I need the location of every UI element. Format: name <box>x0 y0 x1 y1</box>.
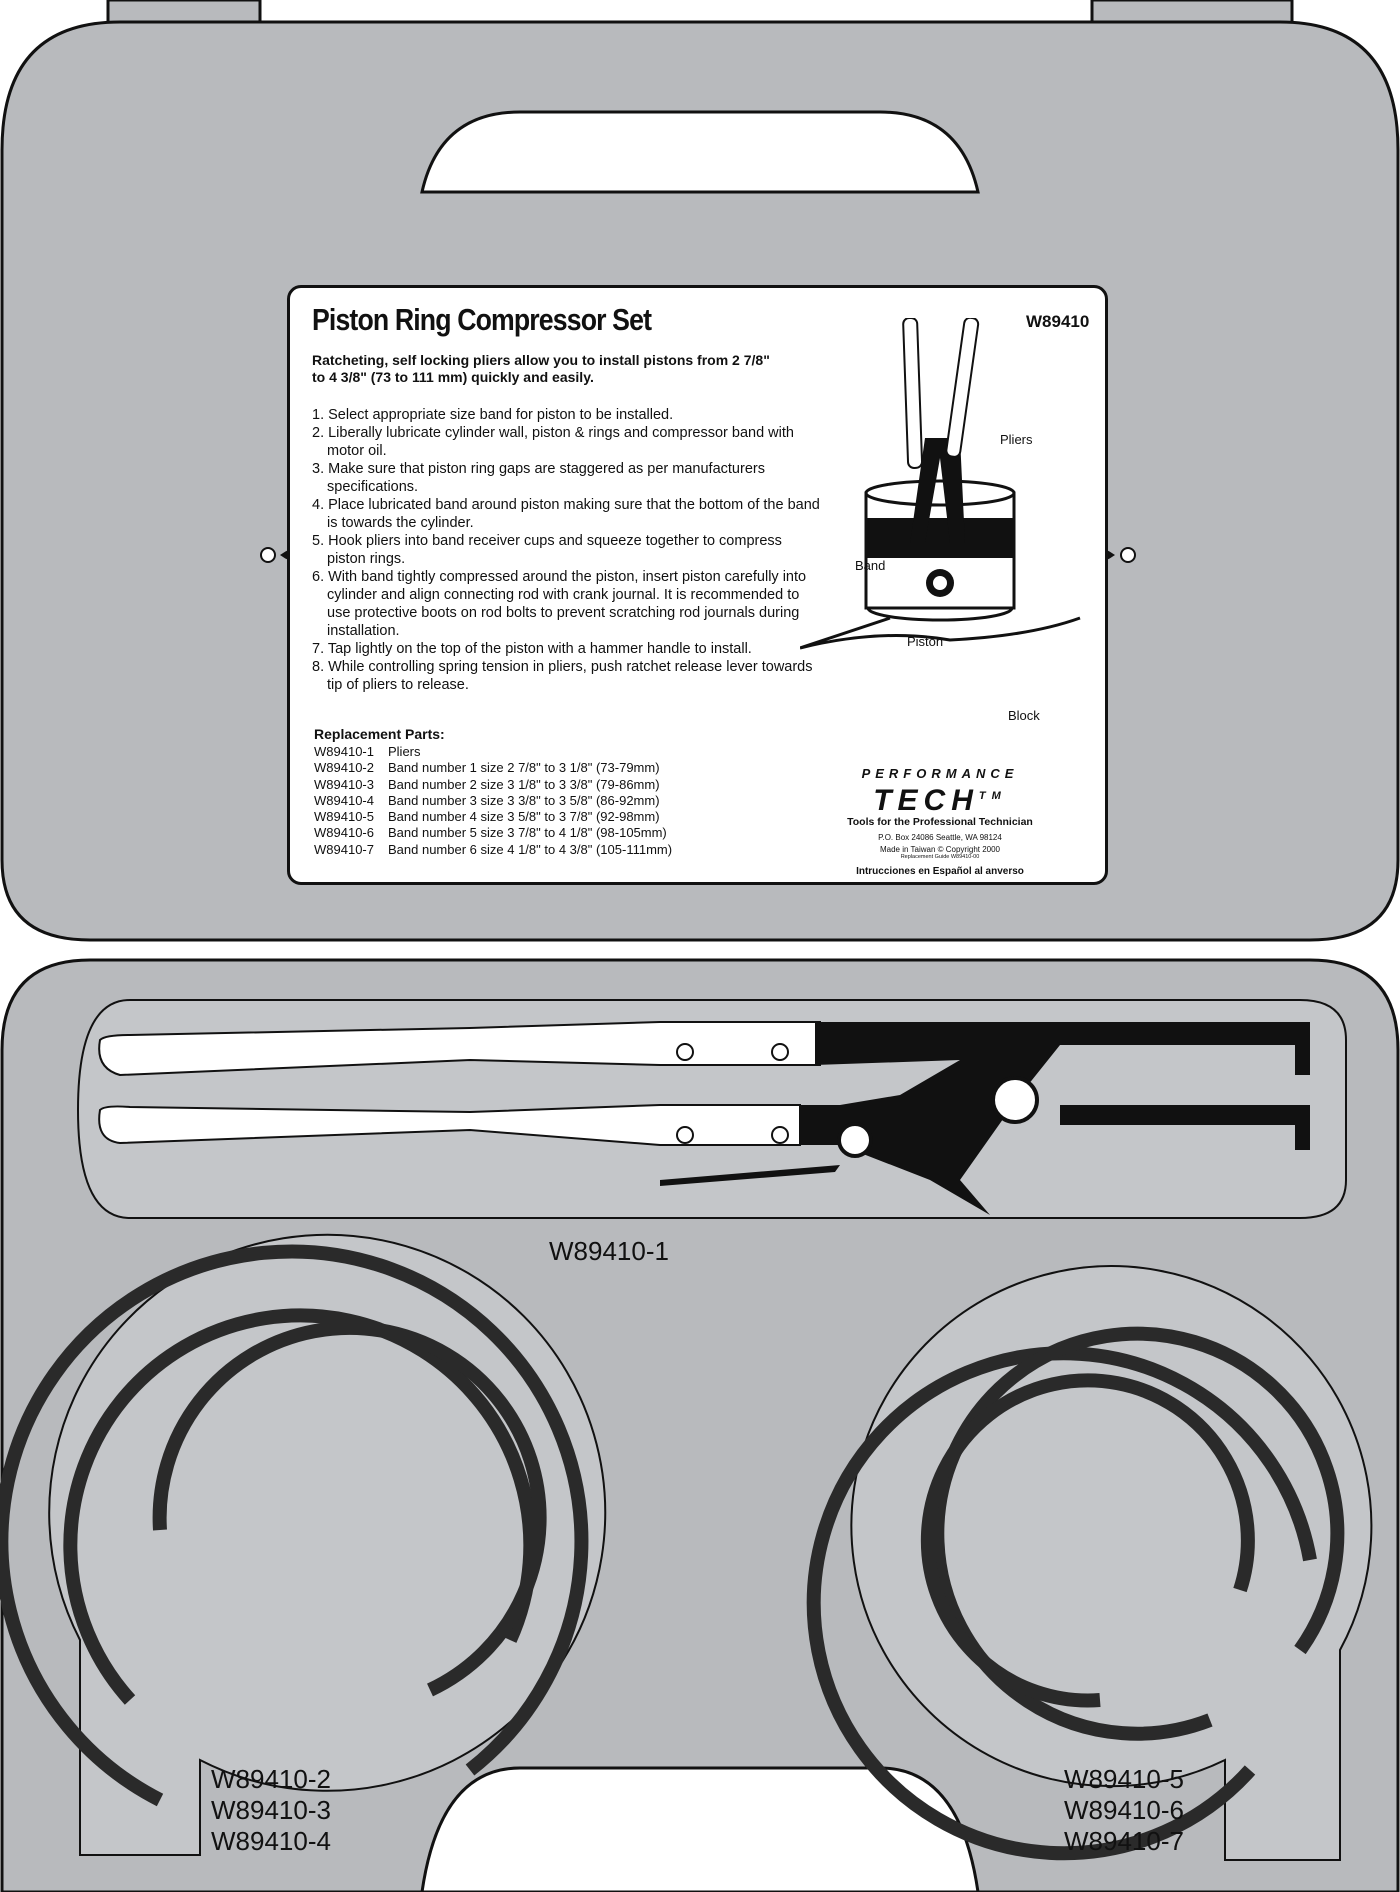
step: 3. Make sure that piston ring gaps are s… <box>312 461 765 495</box>
step: 1. Select appropriate size band for pist… <box>312 407 674 423</box>
label-title: Piston Ring Compressor Set <box>312 302 652 337</box>
brand-logo: TECHTM <box>790 781 1090 816</box>
left-bands-labels: W89410-2 W89410-3 W89410-4 <box>211 1764 331 1857</box>
part-code: W89410-7 <box>314 841 374 857</box>
part-code: W89410-2 <box>314 760 374 776</box>
illustration-label-piston: Piston <box>907 634 944 649</box>
handle-hole-top[interactable] <box>420 110 980 194</box>
step: 4. Place lubricated band around piston m… <box>312 497 820 531</box>
pliers-part-label: W89410-1 <box>549 1236 669 1266</box>
pliers[interactable] <box>98 1021 1310 1215</box>
brand-logo-top: PERFORMANCE <box>861 766 1019 781</box>
step: 6. With band tightly compressed around t… <box>312 569 807 639</box>
step: 5. Hook pliers into band receiver cups a… <box>312 533 782 567</box>
right-bands-labels: W89410-5 W89410-6 W89410-7 <box>1064 1764 1184 1857</box>
part-desc: Band number 5 size 3 7/8" to 4 1/8" (98-… <box>388 825 667 841</box>
part-row: W89410-6 Band number 5 size 3 7/8" to 4 1… <box>314 825 672 841</box>
parts-heading: Replacement Parts: <box>314 726 445 742</box>
part-desc: Pliers <box>388 744 421 759</box>
part-desc: Band number 4 size 3 5/8" to 3 7/8" (92-… <box>388 809 660 825</box>
guide-number: Replacement Guide W89410-00 <box>900 854 980 860</box>
part-code: W89410-3 <box>314 776 374 792</box>
part-row: W89410-4 Band number 3 size 3 3/8" to 3 5… <box>314 793 672 809</box>
part-row: W89410-1 Pliers <box>314 744 672 760</box>
step: 2. Liberally lubricate cylinder wall, pi… <box>312 425 794 459</box>
parts-list: W89410-1 Pliers W89410-2 Band number 1 siz… <box>314 744 672 858</box>
part-desc: Band number 6 size 4 1/8" to 4 3/8" (105… <box>388 841 673 857</box>
instruction-steps: 1. Select appropriate size band for pist… <box>312 406 822 694</box>
part-code: W89410-5 <box>314 809 374 825</box>
intro-text: Ratcheting, self locking pliers allow yo… <box>312 352 770 385</box>
part-desc: Band number 1 size 2 7/8" to 3 1/8" (73-… <box>388 760 660 776</box>
part-row: W89410-5 Band number 4 size 3 5/8" to 3 7… <box>314 809 672 825</box>
band-label: W89410-6 <box>1064 1795 1184 1825</box>
illustration-label-pliers: Pliers <box>1000 432 1033 447</box>
band-label: W89410-4 <box>211 1826 331 1856</box>
bands-right[interactable] <box>806 1326 1345 1861</box>
part-code: W89410-1 <box>314 744 374 759</box>
step: 7. Tap lightly on the top of the piston … <box>312 641 752 657</box>
brand-logo-main: TECH <box>873 784 979 817</box>
band-label: W89410-2 <box>211 1764 331 1794</box>
brand-tm: TM <box>978 790 1007 802</box>
address: P.O. Box 24086 Seattle, WA 98124 <box>878 833 1002 842</box>
band-label: W89410-5 <box>1064 1764 1184 1794</box>
part-desc: Band number 2 size 3 1/8" to 3 3/8" (79-… <box>388 776 660 792</box>
made-in: Made in Taiwan © Copyright 2000 <box>879 845 1001 854</box>
brand-block: PERFORMANCE TECHTM Tools for the Profess… <box>790 766 1090 877</box>
instruction-label: Piston Ring Compressor Set W89410 Ratche… <box>287 285 1108 885</box>
illustration-label-block: Block <box>1008 708 1040 723</box>
band-label: W89410-7 <box>1064 1826 1184 1856</box>
model-number: W89410 <box>1026 312 1090 331</box>
part-row: W89410-2 Band number 1 size 2 7/8" to 3 1… <box>314 760 672 776</box>
piston-illustration <box>800 318 1081 650</box>
brand-tagline: Tools for the Professional Technician <box>847 816 1033 828</box>
part-row: W89410-7 Band number 6 size 4 1/8" to 4 3… <box>314 842 672 858</box>
part-code: W89410-6 <box>314 825 374 841</box>
spanish-note: Intrucciones en Español al anverso <box>856 866 1024 877</box>
illustration-label-band: Band <box>855 558 886 573</box>
step: 8. While controlling spring tension in p… <box>312 659 813 693</box>
part-desc: Band number 3 size 3 3/8" to 3 5/8" (86-… <box>388 792 660 808</box>
bands-left[interactable] <box>0 1244 589 1807</box>
part-row: W89410-3 Band number 2 size 3 1/8" to 3 3… <box>314 777 672 793</box>
band-label: W89410-3 <box>211 1795 331 1825</box>
part-code: W89410-4 <box>314 792 374 808</box>
